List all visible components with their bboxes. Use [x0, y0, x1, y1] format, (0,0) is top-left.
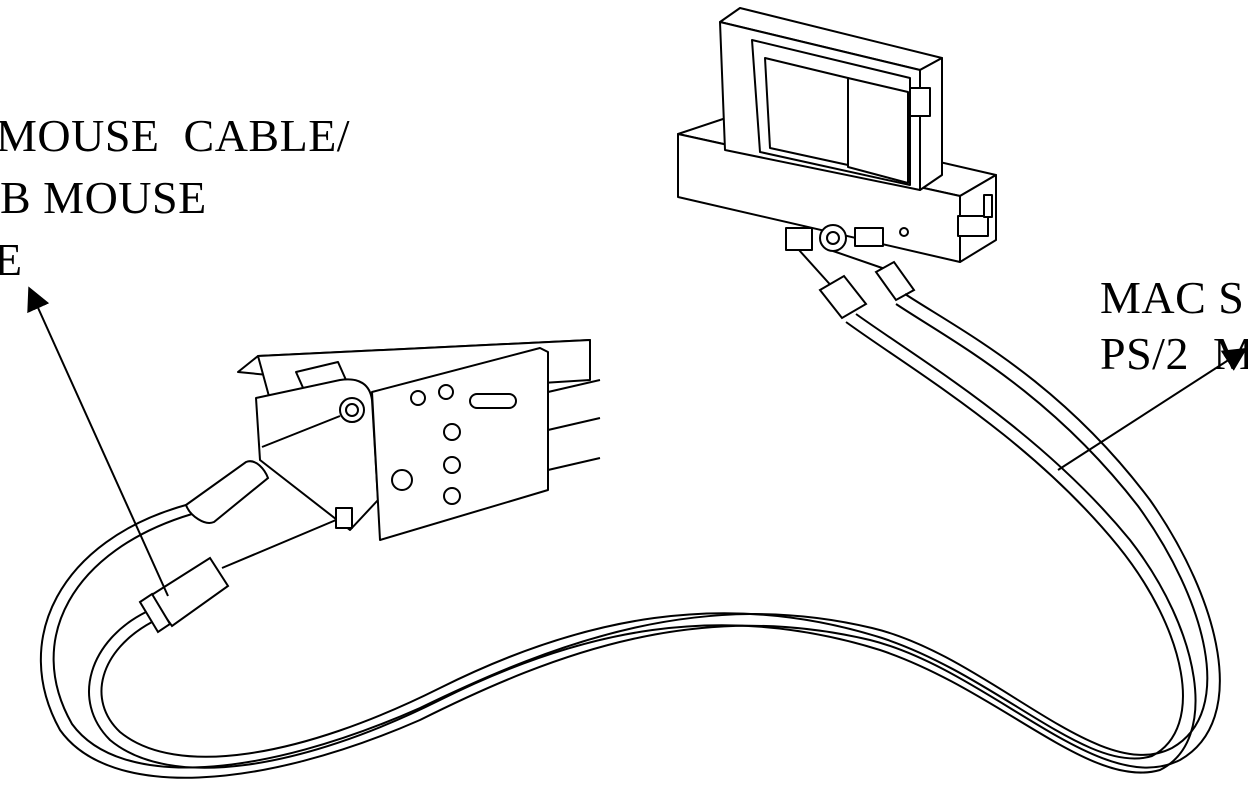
- computer-cable-plugs: [799, 250, 914, 318]
- mouse-plug-computer: [876, 262, 914, 300]
- right-label-line-1: MAC S: [1100, 272, 1244, 324]
- monitor-panel-right: [848, 78, 908, 183]
- left-label-line-1: MOUSE CABLE/: [0, 110, 350, 162]
- projector-illustration: [238, 340, 600, 540]
- ps2-plug-projector: [186, 461, 268, 523]
- cable-usb: [89, 314, 1196, 773]
- cable-mouse: [41, 294, 1220, 778]
- monitor-panel-left: [765, 58, 848, 165]
- mouse-port-inner: [827, 232, 839, 244]
- usb-b-plug-guide: [222, 520, 336, 568]
- left-label-line-3: E: [0, 234, 23, 286]
- left-callout-arrow: [30, 290, 168, 596]
- base-slot: [958, 216, 988, 236]
- projector-usb-port: [336, 508, 352, 528]
- base-switch: [984, 195, 992, 217]
- monitor-vent: [910, 88, 930, 116]
- left-label-line-2: B MOUSE: [0, 172, 207, 224]
- right-label-line-2: PS/2 M: [1100, 328, 1248, 380]
- usb-port: [786, 228, 812, 250]
- serial-port: [855, 228, 883, 246]
- monitor-side: [920, 58, 942, 190]
- computer-illustration: [678, 8, 996, 262]
- projector-vga-port: [470, 394, 516, 408]
- cable-paths: [41, 294, 1220, 778]
- mouse-plug-guide: [833, 251, 888, 270]
- base-indicator: [900, 228, 908, 236]
